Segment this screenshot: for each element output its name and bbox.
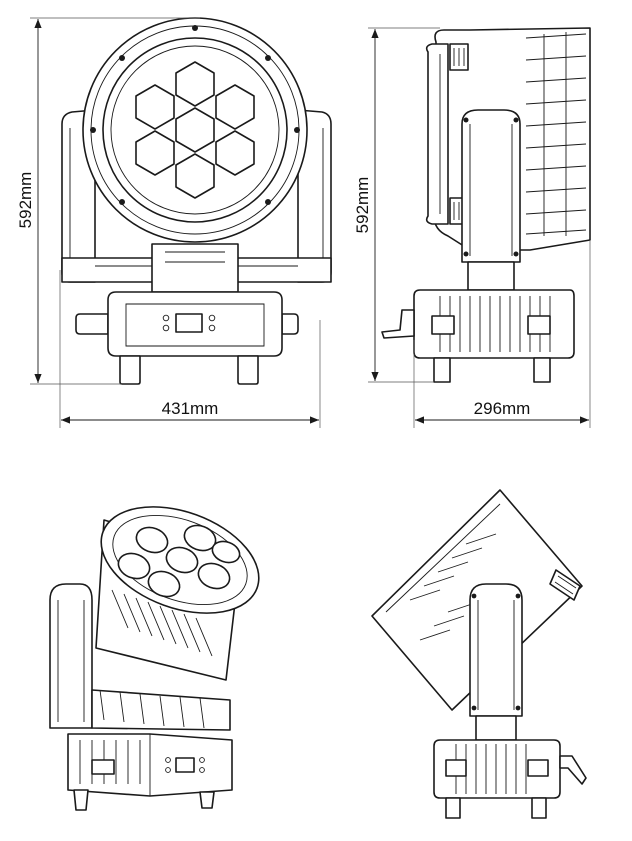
persp-left-fins [111,589,213,657]
front-view: 592mm 431mm [16,17,332,428]
front-width-label: 431mm [162,399,219,418]
lens-lower-left [135,130,175,176]
persp-right-foot-right [531,797,547,819]
side-base-connector [381,309,415,339]
side-neck [467,261,515,291]
front-led-lenses [135,61,255,199]
front-base-foot-left [119,355,141,385]
side-depth-dimension [413,240,591,428]
side-head-front-bezel [425,43,449,225]
side-base-handle-left [431,315,455,335]
persp-left-base-buttons [165,757,205,773]
persp-left-yoke-base [91,689,231,731]
side-cooling-fins [525,32,587,236]
side-base-foot-left [433,357,451,383]
front-bezel-screws [90,25,300,205]
persp-left-foot-right [199,791,215,809]
side-base-foot-right [533,357,551,383]
persp-left-foot-front [73,789,89,811]
persp-left-base-handle [91,759,115,775]
side-base-body [413,289,575,359]
front-base-right-handle [281,313,299,335]
persp-left-yoke-arm [49,583,93,729]
front-height-label: 592mm [16,172,35,229]
front-base-buttons [162,314,216,332]
perspective-view-right [371,489,587,819]
persp-left-lenses [117,524,241,598]
front-base-display [175,313,203,333]
persp-right-neck [475,715,517,741]
side-base-handle-right [527,315,551,335]
persp-right-base-handle-left [445,759,467,777]
persp-right-base-connector [559,755,587,785]
lens-lower-right [215,130,255,176]
side-height-label: 592mm [353,177,372,234]
front-width-dimension [59,270,321,428]
persp-right-vents [549,569,581,601]
front-base-left-handle [75,313,109,335]
persp-right-base-handle-right [527,759,549,777]
persp-right-foot-left [445,797,461,819]
persp-left-base-display [175,757,195,773]
persp-right-base-body [433,739,561,799]
lens-upper-left [135,84,175,130]
front-height-dimension [30,17,200,385]
side-view: 592mm 296mm [353,27,591,428]
side-height-dimension [368,27,440,383]
side-yoke-arm [461,109,521,263]
lens-top [175,61,215,107]
front-neck [151,243,239,293]
side-depth-label: 296mm [474,399,531,418]
persp-right-yoke-arm [469,583,523,717]
perspective-view-left [49,506,260,811]
lens-upper-right [215,84,255,130]
front-base-foot-right [237,355,259,385]
lens-center [175,107,215,153]
lens-bottom [175,153,215,199]
